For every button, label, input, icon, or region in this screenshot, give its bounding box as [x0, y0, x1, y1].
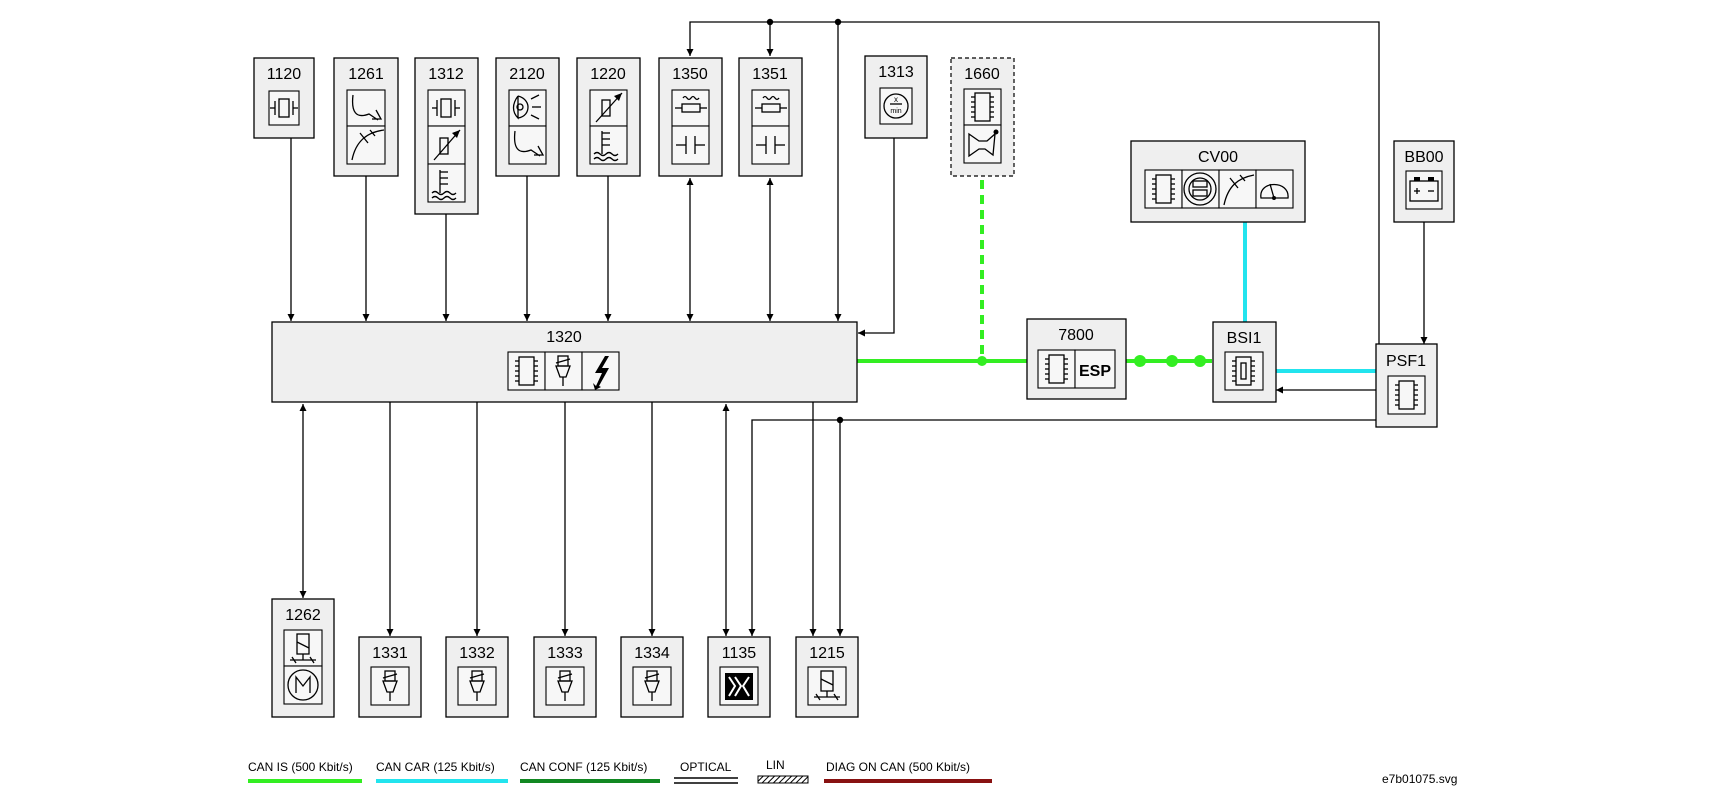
injector-icon	[382, 670, 398, 701]
headlamp-icon	[512, 94, 541, 120]
module-1331: 1331	[358, 636, 422, 718]
module-1261: 1261	[333, 57, 399, 177]
svg-text:x: x	[894, 95, 898, 104]
module-bsi1: BSI1	[1212, 321, 1277, 403]
module-1120: 1120	[253, 57, 315, 139]
module-label: 1135	[722, 645, 757, 662]
module-1313: 1313 x min	[864, 55, 928, 139]
module-1220: 1220	[576, 57, 641, 177]
module-1332: 1332	[445, 636, 509, 718]
crystal-icon	[432, 98, 460, 118]
module-cv00: CV00	[1130, 140, 1306, 223]
motor-icon	[287, 669, 319, 701]
pedal-icon	[513, 130, 545, 157]
svg-text:CAN IS (500 Kbit/s): CAN IS (500 Kbit/s)	[248, 760, 353, 774]
module-1351: 1351	[738, 57, 803, 177]
module-label: 1660	[964, 66, 1000, 83]
module-1660: 1660	[950, 57, 1015, 177]
legend: CAN IS (500 Kbit/s) CAN CAR (125 Kbit/s)…	[248, 758, 992, 784]
injector-icon	[557, 670, 573, 701]
legend-lin: LIN	[757, 758, 809, 784]
module-label: CV00	[1198, 149, 1238, 166]
svg-text:min: min	[890, 108, 901, 115]
ecu-chip-icon	[515, 356, 538, 386]
engine-speed-sensor-icon: x min	[883, 93, 909, 119]
module-1215: 1215	[795, 636, 859, 718]
ecu-chip-icon	[1232, 356, 1255, 386]
ecu-chip-icon	[1152, 174, 1175, 204]
svg-text:CAN CAR (125 Kbit/s): CAN CAR (125 Kbit/s)	[376, 760, 495, 774]
glow-plug-heater-icon	[725, 673, 753, 700]
filename-label: e7b01075.svg	[1382, 772, 1457, 786]
legend-can-is: CAN IS (500 Kbit/s)	[248, 760, 362, 783]
module-bb00: BB00	[1393, 140, 1455, 223]
module-1135: 1135	[707, 636, 771, 718]
heater-resistor-icon	[755, 95, 787, 113]
coolant-temperature-icon	[593, 131, 619, 162]
dashboard-display-icon	[1183, 172, 1217, 206]
pedal-icon	[351, 94, 383, 121]
throttle-curve-icon	[1223, 174, 1255, 206]
module-label: 7800	[1058, 327, 1094, 344]
heater-resistor-icon	[675, 95, 707, 113]
temperature-sensor-icon	[595, 92, 623, 123]
capacitor-icon	[676, 136, 705, 154]
ecu-chip-icon	[971, 92, 994, 122]
horn-icon	[968, 129, 999, 158]
injector-icon	[469, 670, 485, 701]
module-label: 1220	[590, 66, 626, 83]
capacitor-icon	[756, 136, 785, 154]
gauge-icon	[1260, 183, 1289, 200]
actuator-icon	[290, 633, 316, 664]
module-1320: 1320	[271, 321, 858, 403]
legend-optical: OPTICAL	[674, 760, 738, 784]
svg-text:LIN: LIN	[766, 758, 785, 772]
module-1350: 1350	[658, 57, 723, 177]
module-psf1: PSF1	[1375, 343, 1438, 428]
legend-can-car: CAN CAR (125 Kbit/s)	[376, 760, 508, 783]
connections	[287, 18, 1428, 636]
legend-diag-on-can: DIAG ON CAN (500 Kbit/s)	[824, 760, 992, 783]
battery-icon	[1409, 177, 1439, 202]
throttle-curve-icon	[351, 129, 385, 161]
crystal-icon	[270, 98, 298, 118]
ecu-chip-icon	[1045, 354, 1068, 384]
module-7800: 7800 ESP	[1026, 318, 1127, 400]
esp-icon: ESP	[1079, 363, 1111, 380]
legend-can-conf: CAN CONF (125 Kbit/s)	[520, 760, 660, 783]
module-1334: 1334	[620, 636, 684, 718]
module-label: 1312	[428, 66, 464, 83]
svg-text:OPTICAL: OPTICAL	[680, 760, 732, 774]
module-label: 1320	[546, 329, 582, 346]
svg-text:CAN CONF (125 Kbit/s): CAN CONF (125 Kbit/s)	[520, 760, 647, 774]
module-label: 1351	[752, 66, 788, 83]
injector-icon	[555, 355, 571, 386]
module-label: BSI1	[1227, 330, 1262, 347]
module-1312: 1312	[414, 57, 479, 215]
module-label: 1261	[348, 66, 384, 83]
svg-text:DIAG ON CAN (500 Kbit/s): DIAG ON CAN (500 Kbit/s)	[826, 760, 970, 774]
ignition-icon	[593, 356, 609, 390]
ecu-chip-icon	[1395, 380, 1418, 410]
module-label: 1333	[547, 645, 583, 662]
module-label: 1334	[634, 645, 670, 662]
module-label: 2120	[509, 66, 545, 83]
module-1262: 1262	[271, 598, 335, 718]
module-label: 1262	[285, 607, 321, 624]
actuator-icon	[814, 670, 840, 701]
module-label: 1120	[267, 66, 302, 83]
module-label: 1331	[372, 645, 408, 662]
module-2120: 2120	[495, 57, 560, 177]
module-label: PSF1	[1386, 353, 1426, 370]
module-label: 1332	[459, 645, 495, 662]
injector-icon	[644, 670, 660, 701]
module-label: BB00	[1404, 149, 1443, 166]
module-label: 1215	[809, 645, 845, 662]
module-label: 1350	[672, 66, 708, 83]
coolant-temperature-icon	[431, 170, 457, 201]
module-label: 1313	[878, 64, 914, 81]
module-1333: 1333	[533, 636, 597, 718]
temperature-sensor-icon	[433, 129, 461, 161]
